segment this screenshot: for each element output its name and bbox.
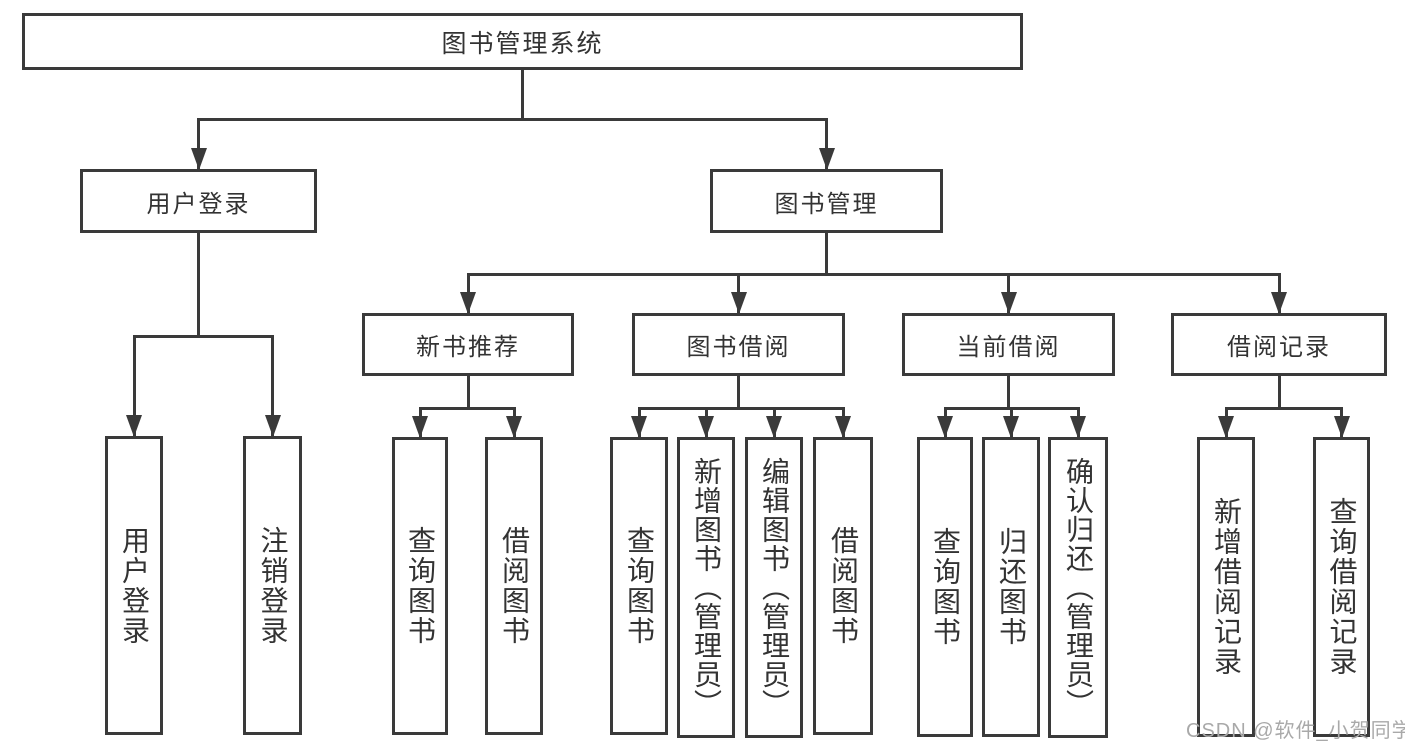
- connector-drop-leaf-logout: [271, 335, 274, 436]
- node-label-cb-return: 归还图书: [996, 527, 1027, 647]
- arrowhead-icon: [264, 415, 281, 437]
- node-leaf-logout: 注销登录: [243, 436, 302, 735]
- node-label-user-login: 用户登录: [146, 190, 251, 218]
- arrowhead-icon: [1003, 416, 1019, 438]
- connector-bar-borrow-record: [1224, 407, 1343, 410]
- node-book-mgmt: 图书管理: [710, 169, 943, 233]
- node-label-br-add: 新增借阅记录: [1211, 497, 1242, 677]
- arrowhead-icon: [730, 292, 747, 314]
- arrowhead-icon: [190, 148, 207, 170]
- node-nb-borrow: 借阅图书: [485, 437, 543, 735]
- connector-bar-user-login: [132, 335, 274, 338]
- node-bb-edit: 编辑图书（管理员）: [745, 437, 803, 738]
- node-borrow-record: 借阅记录: [1171, 313, 1387, 376]
- connector-stem-current-borrow: [1007, 376, 1010, 407]
- node-label-new-book: 新书推荐: [416, 334, 520, 361]
- arrowhead-icon: [1070, 416, 1086, 438]
- node-label-bb-edit: 编辑图书（管理员）: [759, 457, 790, 718]
- node-label-bb-add: 新增图书（管理员）: [691, 457, 722, 718]
- node-current-borrow: 当前借阅: [902, 313, 1115, 376]
- connector-drop-book-mgmt: [825, 118, 828, 169]
- arrowhead-icon: [506, 416, 522, 438]
- connector-drop-leaf-user-login: [132, 335, 136, 436]
- arrowhead-icon: [126, 415, 142, 437]
- node-br-add: 新增借阅记录: [1197, 437, 1255, 737]
- arrowhead-icon: [1333, 416, 1350, 438]
- node-label-leaf-logout: 注销登录: [257, 525, 289, 646]
- arrowhead-icon: [818, 148, 835, 170]
- arrowhead-icon: [766, 416, 782, 438]
- node-label-br-query: 查询借阅记录: [1326, 497, 1358, 677]
- node-book-borrow: 图书借阅: [632, 313, 845, 376]
- connector-stem-root: [521, 70, 524, 118]
- node-label-cb-query: 查询图书: [930, 527, 961, 647]
- node-bb-lend: 借阅图书: [813, 437, 873, 735]
- node-leaf-user-login: 用户登录: [105, 436, 163, 735]
- arrowhead-icon: [412, 416, 428, 438]
- node-bb-query: 查询图书: [610, 437, 668, 735]
- node-root: 图书管理系统: [22, 13, 1023, 70]
- node-cb-confirm: 确认归还（管理员）: [1048, 437, 1108, 738]
- node-label-bb-lend: 借阅图书: [828, 526, 859, 646]
- node-cb-return: 归还图书: [982, 437, 1040, 737]
- node-label-current-borrow: 当前借阅: [956, 334, 1061, 361]
- watermark: CSDN @软件_小贺同学: [1186, 720, 1405, 742]
- arrowhead-icon: [631, 416, 647, 438]
- connector-drop-user-login: [197, 118, 200, 169]
- node-label-book-borrow: 图书借阅: [686, 334, 791, 361]
- arrowhead-icon: [1218, 416, 1234, 438]
- connector-stem-book-borrow: [737, 376, 740, 407]
- arrowhead-icon: [1271, 292, 1287, 314]
- connector-stem-borrow-record: [1277, 376, 1281, 407]
- node-new-book: 新书推荐: [362, 313, 574, 376]
- arrowhead-icon: [460, 292, 476, 314]
- connector-bar-new-book: [418, 407, 516, 410]
- node-label-root: 图书管理系统: [441, 29, 604, 58]
- connector-bar-book-mgmt: [466, 273, 1281, 276]
- node-label-bb-query: 查询图书: [624, 526, 655, 646]
- node-br-query: 查询借阅记录: [1313, 437, 1370, 737]
- arrowhead-icon: [937, 416, 953, 438]
- node-label-nb-query: 查询图书: [405, 526, 436, 646]
- connector-stem-user-login: [197, 233, 200, 335]
- connector-stem-book-mgmt: [825, 233, 828, 273]
- arrowhead-icon: [835, 416, 851, 438]
- connector-bar-book-borrow: [637, 407, 845, 410]
- node-cb-query: 查询图书: [917, 437, 973, 737]
- connector-stem-new-book: [466, 376, 470, 407]
- node-label-book-mgmt: 图书管理: [774, 190, 879, 218]
- node-bb-add: 新增图书（管理员）: [677, 437, 735, 738]
- arrowhead-icon: [1000, 292, 1017, 314]
- node-label-cb-confirm: 确认归还（管理员）: [1063, 457, 1094, 718]
- node-label-nb-borrow: 借阅图书: [499, 526, 530, 646]
- node-label-borrow-record: 借阅记录: [1227, 334, 1331, 361]
- node-label-leaf-user-login: 用户登录: [119, 525, 150, 646]
- connector-bar-root: [197, 118, 828, 121]
- node-nb-query: 查询图书: [392, 437, 448, 735]
- node-user-login: 用户登录: [80, 169, 317, 233]
- arrowhead-icon: [698, 416, 714, 438]
